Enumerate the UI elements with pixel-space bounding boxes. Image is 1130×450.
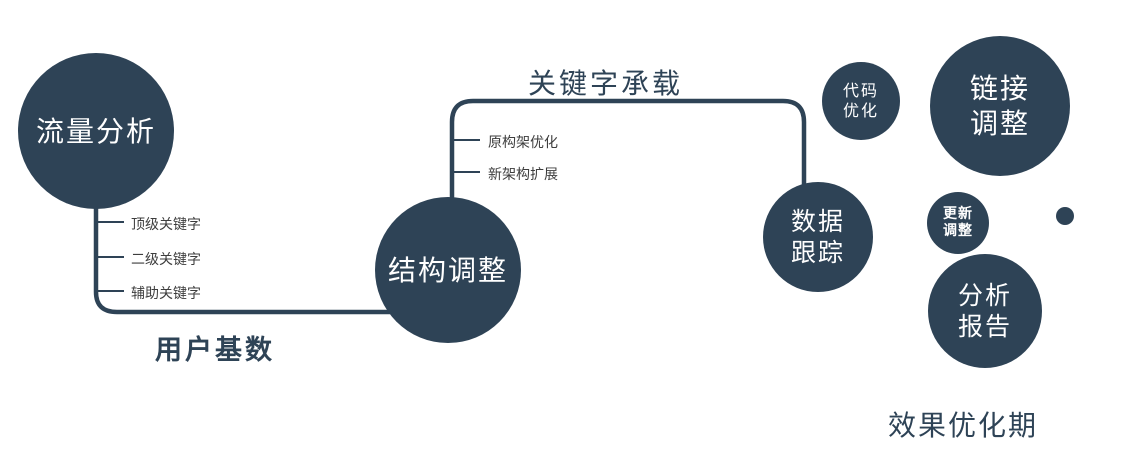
branch-label-secondary-keywords: 二级关键字 (131, 252, 201, 268)
node-link-adjustment: 链接 调整 (930, 36, 1070, 176)
node-structure-adjustment-label: 结构调整 (387, 253, 508, 287)
node-update-adjustment: 更新 调整 (927, 192, 989, 254)
node-traffic-analysis: 流量分析 (18, 53, 174, 209)
branch-label-original-architecture: 原构架优化 (488, 135, 558, 151)
edge-label-user-base: 用户基数 (155, 335, 275, 366)
node-code-optimization: 代码 优化 (822, 62, 900, 140)
accent-dot (1056, 207, 1074, 225)
branch-label-top-keywords: 顶级关键字 (131, 217, 201, 233)
node-update-adjustment-label: 更新 调整 (943, 205, 973, 240)
edge-label-keyword-bearing: 关键字承载 (528, 67, 684, 100)
edge-traffic-to-structure (93, 180, 402, 315)
node-traffic-analysis-label: 流量分析 (35, 114, 156, 148)
node-link-adjustment-label: 链接 调整 (969, 72, 1030, 140)
branch-label-auxiliary-keywords: 辅助关键字 (131, 286, 201, 302)
edge-structure-to-data-tracking (449, 98, 807, 205)
node-data-tracking-label: 数据 跟踪 (790, 206, 845, 267)
branch-label-new-architecture: 新架构扩展 (488, 167, 558, 183)
footer-label-effect-optimization: 效果优化期 (888, 409, 1039, 442)
node-code-optimization-label: 代码 优化 (842, 81, 879, 120)
node-structure-adjustment: 结构调整 (375, 197, 521, 343)
node-analysis-report-label: 分析 报告 (957, 280, 1012, 341)
node-analysis-report: 分析 报告 (928, 254, 1042, 368)
node-data-tracking: 数据 跟踪 (763, 182, 873, 292)
